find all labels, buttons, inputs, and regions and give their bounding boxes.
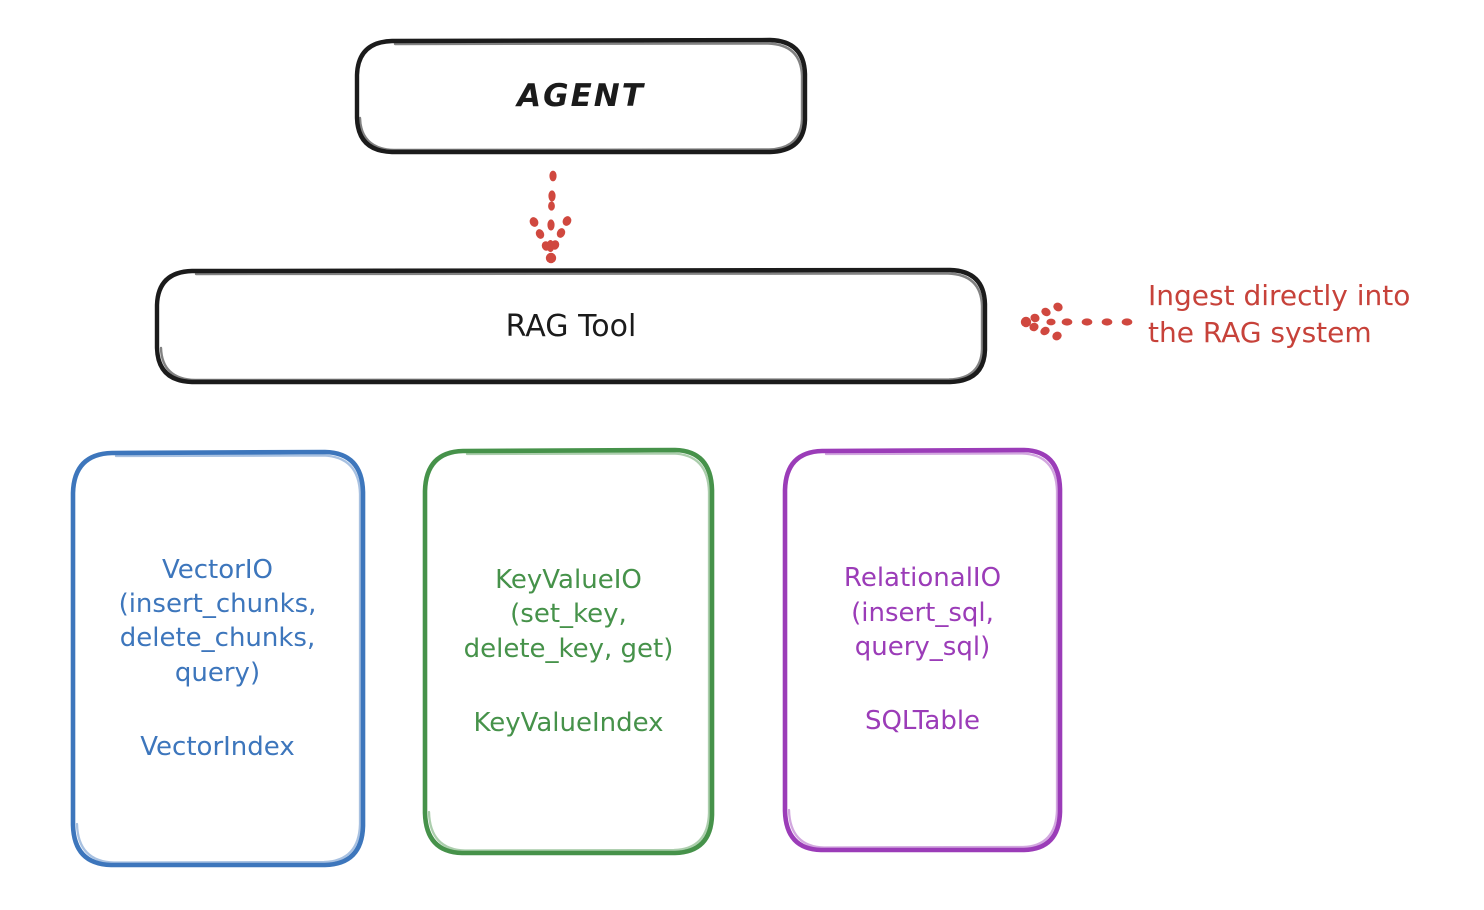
key-value-io-box[interactable] <box>422 447 715 856</box>
relational-io-box[interactable] <box>782 447 1063 853</box>
note-to-rag-connector <box>1020 302 1133 341</box>
agent-box[interactable] <box>354 37 808 155</box>
rag-tool-box[interactable] <box>154 267 988 385</box>
agent-to-rag-connector <box>529 170 572 264</box>
vector-io-box[interactable] <box>70 449 366 868</box>
